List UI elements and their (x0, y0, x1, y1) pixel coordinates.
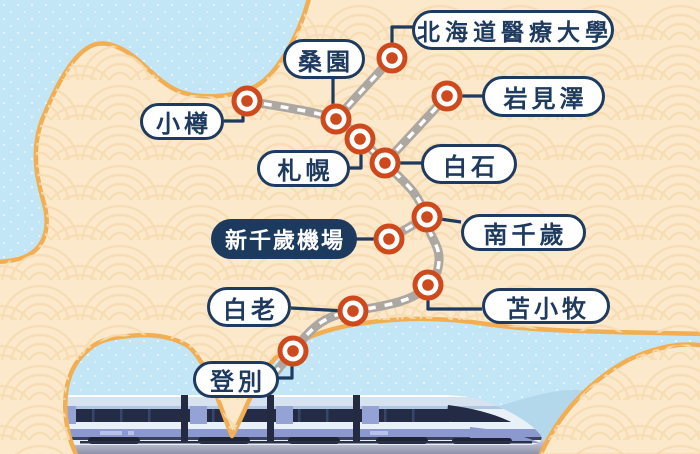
station-marker (277, 335, 309, 367)
station-label-soen: 桑園 (283, 39, 365, 79)
station-marker (337, 295, 369, 327)
station-marker (320, 103, 352, 135)
station-label-otaru: 小樽 (140, 103, 224, 140)
station-label-iwamizawa: 岩見澤 (482, 76, 605, 117)
station-marker (411, 201, 443, 233)
station-label-shin-chitose-airport: 新千歲機場 (211, 219, 357, 259)
train-doors (66, 406, 379, 424)
train-illustration (62, 395, 542, 445)
station-marker (369, 147, 401, 179)
station-marker (373, 223, 405, 255)
station-marker (376, 42, 408, 74)
station-label-noboribetsu: 登別 (193, 361, 279, 398)
station-label-tomakomai: 苫小牧 (482, 288, 610, 324)
station-marker (231, 85, 263, 117)
station-marker (412, 269, 444, 301)
station-label-shiraoi: 白老 (207, 287, 291, 327)
station-label-sapporo: 札幌 (257, 150, 350, 187)
station-label-shiroishi: 白石 (421, 144, 517, 184)
station-marker (431, 80, 463, 112)
station-markers (231, 42, 463, 367)
station-marker (344, 123, 376, 155)
station-label-hokkaido-medical-university: 北海道醫療大學 (412, 10, 614, 50)
train-car-gaps (181, 395, 360, 442)
station-label-minami-chitose: 南千歲 (461, 214, 586, 251)
land-hill-southeast (538, 342, 700, 454)
